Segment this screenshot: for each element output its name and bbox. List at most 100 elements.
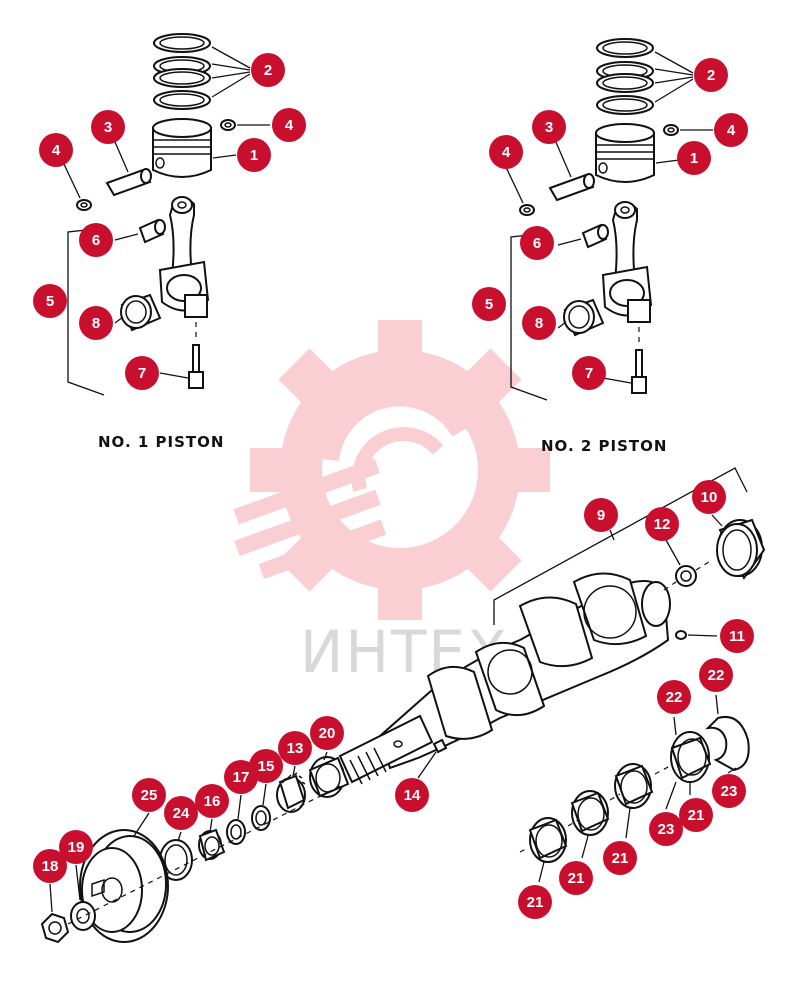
callout-marker [692,480,726,514]
callout-label: 9 [597,507,605,524]
callout-label: 19 [68,839,85,856]
callout-label: 11 [729,628,745,645]
callout-marker [489,135,523,169]
callout-4: 4 [489,135,523,169]
callout-label: 21 [568,870,585,887]
caption-no1-piston: NO. 1 PISTON [98,433,224,451]
callout-label: 7 [585,365,593,382]
callout-4: 4 [714,113,748,147]
watermark-gear-icon [233,320,550,620]
callout-21: 21 [559,861,593,895]
callout-label: 23 [658,821,675,838]
callout-marker [699,658,733,692]
callout-label: 6 [92,232,100,249]
callout-2: 2 [694,58,728,92]
callout-21: 21 [518,885,552,919]
callout-3: 3 [91,110,125,144]
callout-9: 9 [584,498,618,532]
callout-marker [522,306,556,340]
callout-label: 6 [533,235,541,252]
callout-layer: 1234456781234456789101211222223212321212… [33,53,754,919]
callout-3: 3 [532,110,566,144]
callout-label: 2 [264,62,272,79]
callout-label: 5 [46,293,54,310]
callout-marker [195,784,229,818]
callout-marker [559,861,593,895]
callout-marker [694,58,728,92]
callout-label: 4 [727,122,736,139]
callout-8: 8 [522,306,556,340]
callout-marker [39,133,73,167]
callout-marker [677,141,711,175]
callout-label: 4 [502,144,511,161]
watermark-gear-logo [233,320,550,620]
callout-label: 22 [708,667,725,684]
callout-label: 15 [258,758,275,775]
callout-marker [645,507,679,541]
callout-23: 23 [712,774,746,808]
callout-4: 4 [39,133,73,167]
callout-marker [91,110,125,144]
callout-label: 22 [666,689,683,706]
callout-marker [164,796,198,830]
callout-marker [520,226,554,260]
callout-marker [125,356,159,390]
callout-7: 7 [125,356,159,390]
callout-marker [603,841,637,875]
callout-label: 13 [287,740,304,757]
callout-label: 18 [42,858,59,875]
callout-6: 6 [520,226,554,260]
piston-assembly-no2 [504,38,714,401]
callout-25: 25 [132,778,166,812]
callout-marker [59,830,93,864]
callout-label: 20 [319,725,336,742]
callout-label: 12 [654,516,671,533]
callout-4: 4 [272,108,306,142]
callout-1: 1 [237,138,271,172]
callout-label: 4 [52,142,61,159]
callout-marker [518,885,552,919]
callout-18: 18 [33,849,67,883]
callout-marker [572,356,606,390]
callout-1: 1 [677,141,711,175]
callout-label: 21 [612,850,629,867]
callout-marker [237,138,271,172]
callout-marker [33,849,67,883]
callout-23: 23 [649,812,683,846]
callout-label: 17 [233,769,250,786]
callout-marker [224,760,258,794]
callout-5: 5 [472,287,506,321]
callout-6: 6 [79,223,113,257]
callout-label: 14 [404,787,421,804]
crankshaft [338,467,748,785]
callout-14: 14 [395,778,429,812]
callout-marker [649,812,683,846]
callout-label: 10 [701,489,718,506]
main-bearings-group [519,694,750,883]
callout-7: 7 [572,356,606,390]
callout-5: 5 [33,284,67,318]
callout-label: 8 [92,315,100,332]
callout-label: 1 [250,147,258,164]
callout-marker [278,731,312,765]
callout-2: 2 [251,53,285,87]
callout-21: 21 [603,841,637,875]
callout-13: 13 [278,731,312,765]
callout-marker [251,53,285,87]
caption-no2-piston: NO. 2 PISTON [541,437,667,455]
callout-label: 5 [485,296,493,313]
callout-marker [679,798,713,832]
callout-marker [720,619,754,653]
rear-bearing-group [663,514,766,640]
callout-marker [714,113,748,147]
callout-label: 1 [690,150,698,167]
callout-label: 8 [535,315,543,332]
callout-label: 3 [104,119,112,136]
callout-label: 2 [707,67,715,84]
callout-marker [33,284,67,318]
callout-marker [584,498,618,532]
woodruff-key [417,738,448,779]
callout-10: 10 [692,480,726,514]
front-end-parts [40,751,350,944]
callout-marker [712,774,746,808]
